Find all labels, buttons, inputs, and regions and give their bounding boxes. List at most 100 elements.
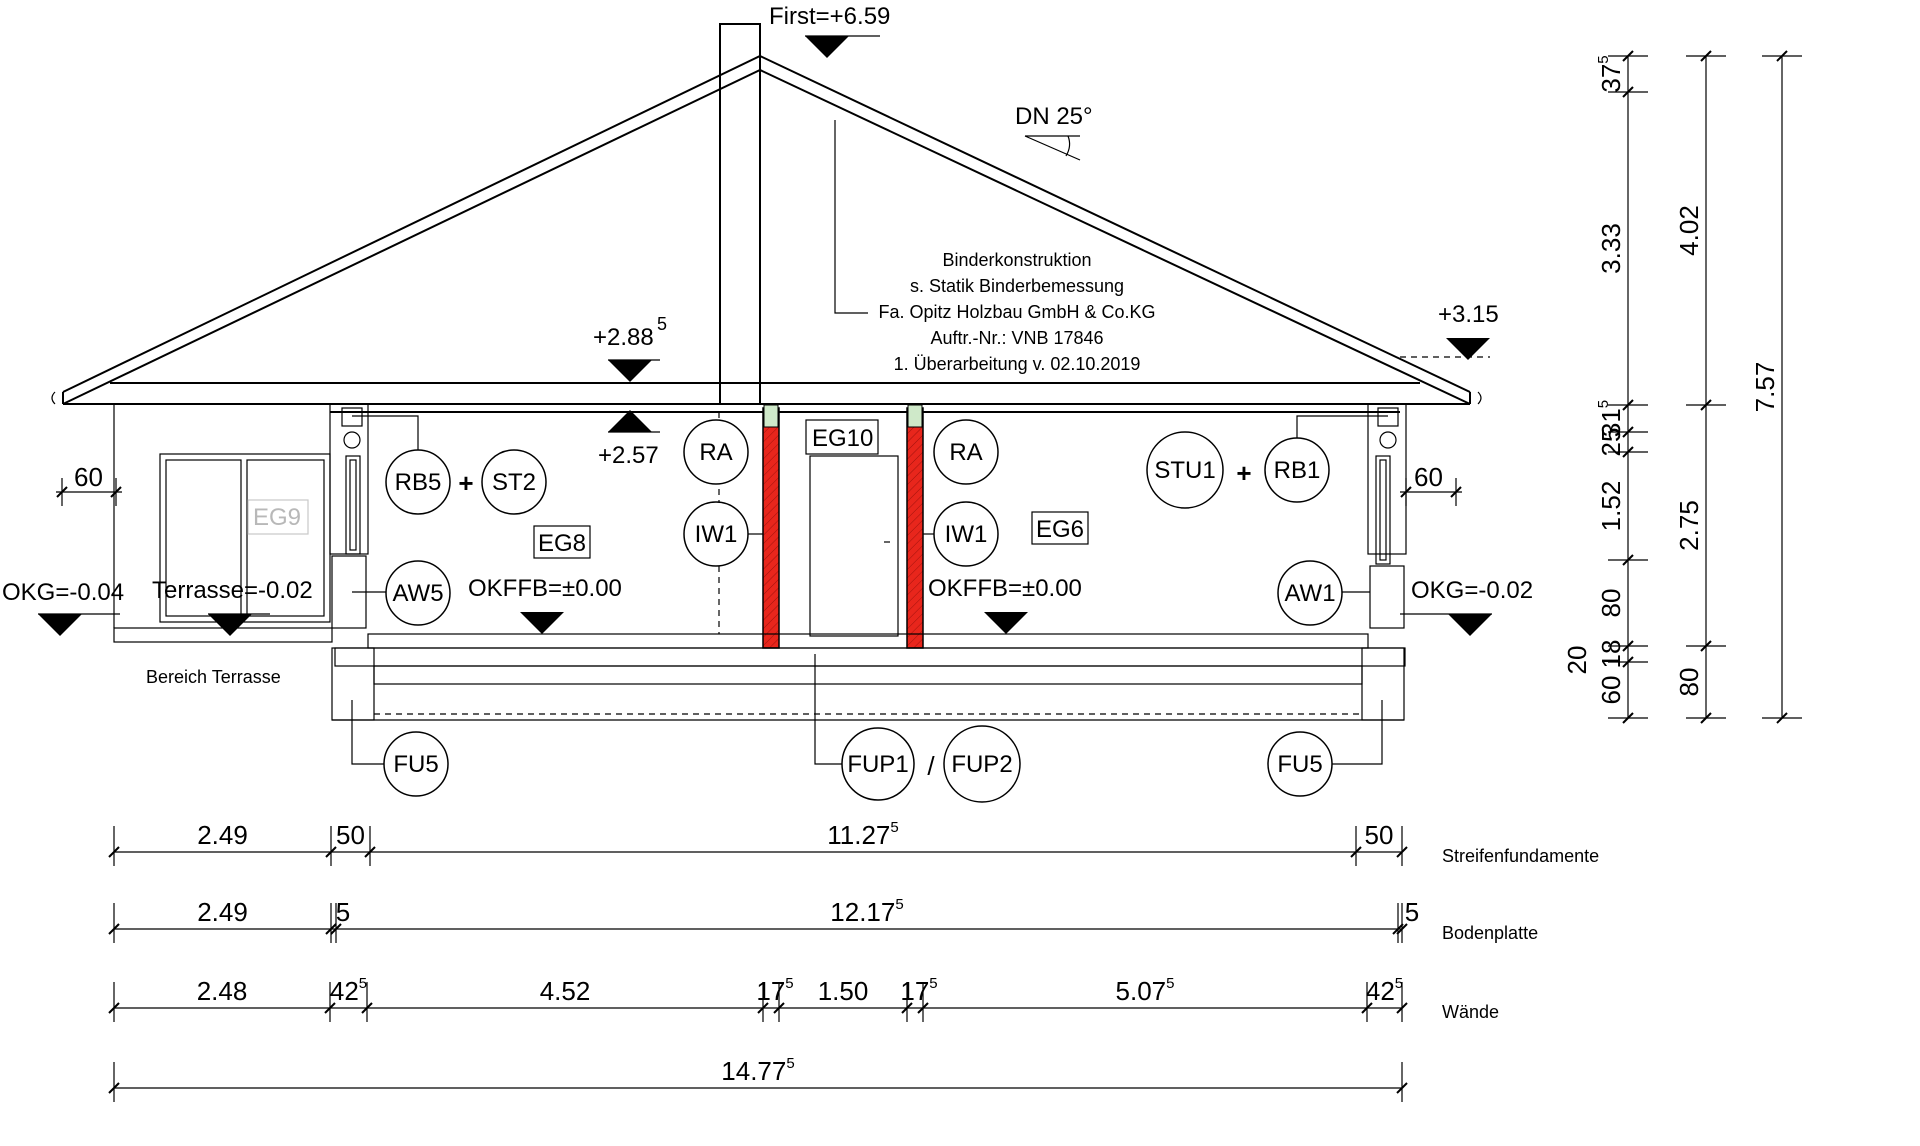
vertical-dimension-value: 2.75	[1674, 500, 1704, 551]
dimension-value-sup: 5	[1166, 975, 1174, 992]
inner-wall-right	[906, 407, 924, 649]
tag-st2-label: ST2	[492, 469, 536, 496]
tag-fup1-label: FUP1	[847, 751, 908, 778]
dimension-value: 14.775	[721, 1055, 794, 1086]
note-line-3: Fa. Opitz Holzbau GmbH & Co.KG	[878, 302, 1155, 322]
vertical-dimension-value-sup: 5	[1595, 55, 1612, 63]
tag-ra-left	[683, 419, 749, 485]
note-line-5: 1. Überarbeitung v. 02.10.2019	[894, 354, 1141, 374]
room-eg9: EG9	[253, 504, 301, 531]
component-tags: RB5 + ST2 AW5 RA IW1 RA IW1 STU1 + RB1 A…	[351, 415, 1388, 803]
dimension-value-sup: 5	[895, 896, 903, 913]
dimension-row-label: Wände	[1442, 1002, 1499, 1022]
dimension-value: 5	[1405, 897, 1419, 927]
dimension-value-sup: 5	[890, 819, 898, 836]
roof-pitch-label: DN 25°	[1015, 103, 1093, 130]
level-marker-315	[1446, 338, 1490, 360]
dimension-value-sup: 5	[786, 1055, 794, 1072]
dimension-value: 175	[756, 975, 793, 1006]
tag-rb1-label: RB1	[1274, 457, 1321, 484]
dimension-value: 50	[1365, 820, 1394, 850]
tag-iw1-right	[933, 501, 999, 567]
level-marker-257	[608, 410, 652, 432]
tag-iw1-left-label: IW1	[695, 521, 738, 548]
left-60-dim: 60	[74, 462, 103, 492]
dimension-value-sup: 5	[1395, 975, 1403, 992]
tag-st2	[481, 449, 547, 515]
level-288-label: +2.88	[593, 324, 654, 351]
roof-outline	[51, 54, 1482, 413]
right-60-dim: 60	[1414, 462, 1443, 492]
level-marker-288	[608, 360, 652, 382]
vertical-dimension-aside: 20	[1562, 646, 1592, 675]
tag-aw5-label: AW5	[392, 580, 443, 607]
dimension-value: 11.275	[827, 819, 898, 850]
tag-iw1-right-label: IW1	[945, 521, 988, 548]
room-eg10: EG10	[812, 425, 873, 452]
dimension-value-sup: 5	[359, 975, 367, 992]
tag-fu5-right-label: FU5	[1277, 751, 1322, 778]
dimension-value: 2.48	[197, 976, 248, 1006]
tag-iw1-left	[683, 501, 749, 567]
level-okg-left-label: OKG=-0.04	[2, 579, 124, 606]
dimension-value: 2.49	[197, 897, 248, 927]
note-line-4: Auftr.-Nr.: VNB 17846	[930, 328, 1103, 348]
dimension-value: 1.50	[818, 976, 869, 1006]
level-first-label: First=+6.59	[769, 3, 890, 30]
level-marker-first	[805, 36, 849, 58]
level-okffb-left-label: OKFFB=±0.00	[468, 575, 622, 602]
tag-fup2	[943, 725, 1021, 803]
dimension-value: 5.075	[1116, 975, 1175, 1006]
vertical-dimension-col3: 7.57	[1750, 50, 1802, 724]
dimension-value: 4.52	[540, 976, 591, 1006]
room-eg8: EG8	[538, 530, 586, 557]
level-257-label: +2.57	[598, 442, 659, 469]
tag-ra-left-label: RA	[699, 439, 732, 466]
vertical-dimension-value: 7.57	[1750, 362, 1780, 413]
room-eg6: EG6	[1036, 516, 1084, 543]
vertical-dimension-value: 3.33	[1596, 223, 1626, 274]
inner-wall-left	[762, 407, 780, 649]
tag-rb5-label: RB5	[395, 469, 442, 496]
level-okg-right-label: OKG=-0.02	[1411, 577, 1533, 604]
vertical-dimension-value: 375	[1595, 55, 1626, 92]
level-markers: First=+6.59 +2.88 5 +2.57 +3.15 OKG=-0.0…	[2, 3, 1533, 636]
vertical-dimension-value: 1.52	[1596, 481, 1626, 532]
tag-ra-right-label: RA	[949, 439, 982, 466]
dimension-value-sup: 5	[929, 975, 937, 992]
tag-aw1	[1277, 560, 1343, 626]
vertical-dimension-value: 4.02	[1674, 205, 1704, 256]
door	[809, 455, 899, 637]
tag-fup2-label: FUP2	[951, 751, 1012, 778]
tag-fu5-left-label: FU5	[393, 751, 438, 778]
tag-aw5	[385, 560, 451, 626]
truss-note: Binderkonstruktion s. Statik Binderbemes…	[834, 120, 1156, 374]
tag-stu1	[1146, 431, 1224, 509]
vertical-dimension-value: 60	[1596, 676, 1626, 705]
roof-pitch-indicator: DN 25°	[1015, 103, 1093, 161]
dimension-value: 425	[1366, 975, 1403, 1006]
dimension-row-label: Streifenfundamente	[1442, 846, 1599, 866]
dimension-value: 5	[336, 897, 350, 927]
tag-plus-left: +	[458, 468, 473, 498]
tag-aw1-label: AW1	[1284, 580, 1335, 607]
tag-fu5-right	[1267, 731, 1333, 797]
dimension-value: 425	[330, 975, 367, 1006]
vertical-dimension-value: 315	[1595, 400, 1626, 437]
tag-stu1-label: STU1	[1154, 457, 1215, 484]
tag-plus-right: +	[1236, 458, 1251, 488]
dimension-value-sup: 5	[785, 975, 793, 992]
dimension-row-label: Bodenplatte	[1442, 923, 1538, 943]
dimension-row: 14.775	[108, 1055, 1408, 1102]
terrace-window	[159, 453, 331, 623]
tag-fup1	[841, 727, 915, 801]
tag-fu5-left	[383, 731, 449, 797]
note-line-1: Binderkonstruktion	[942, 250, 1091, 270]
dimension-value: 2.49	[197, 820, 248, 850]
